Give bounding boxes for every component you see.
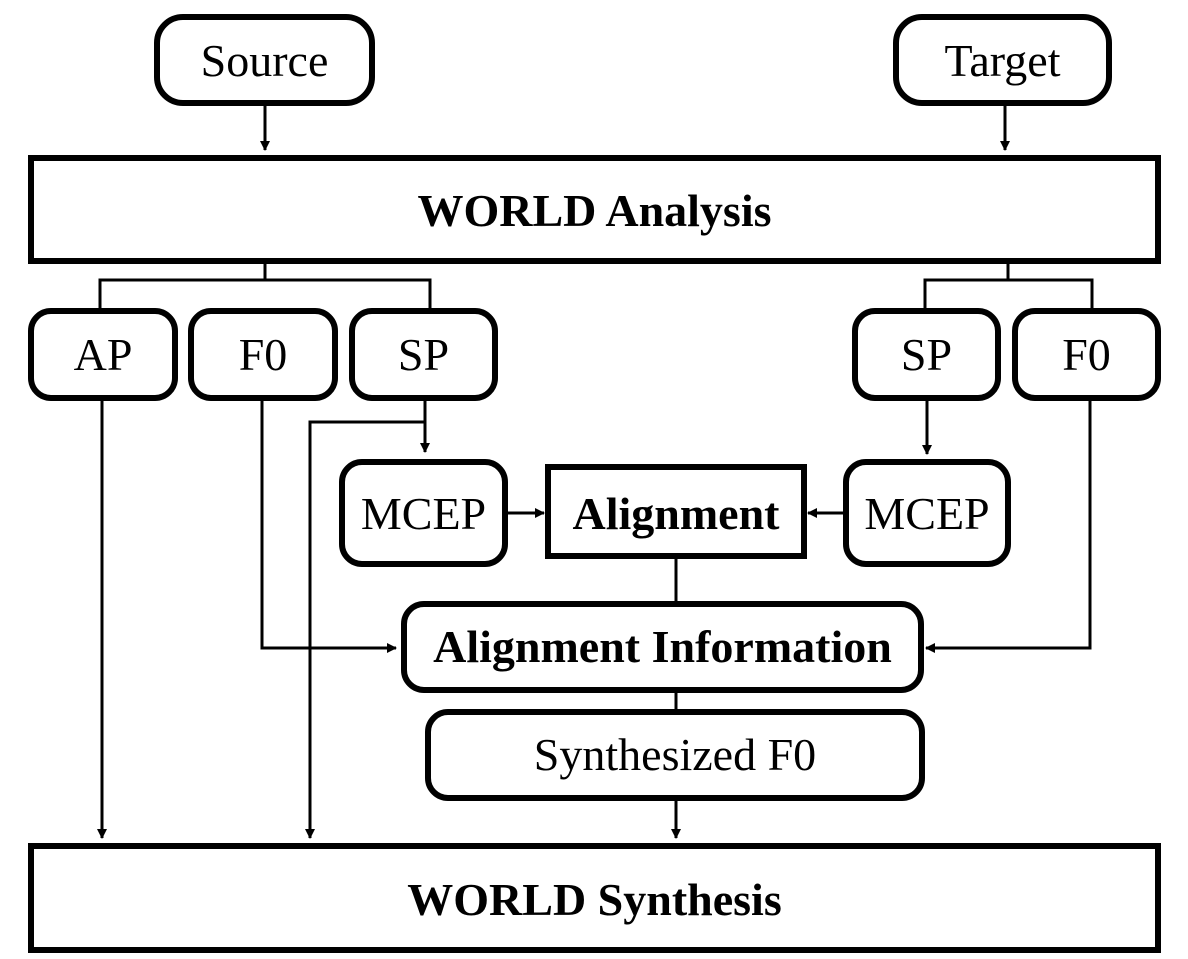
target-node: Target <box>893 14 1112 106</box>
alignment-information-label: Alignment Information <box>433 621 892 672</box>
arrow-src-sp-to-synthesis <box>305 420 425 839</box>
target-mcep-label: MCEP <box>864 488 989 539</box>
world-synthesis-node: WORLD Synthesis <box>28 843 1161 953</box>
arrow-tgt-f0-to-align-info <box>925 400 1092 653</box>
source-node: Source <box>154 14 375 106</box>
source-label: Source <box>201 35 329 86</box>
target-sp-label: SP <box>901 329 952 380</box>
world-analysis-node: WORLD Analysis <box>28 155 1161 264</box>
synthesized-f0-label: Synthesized F0 <box>534 729 816 780</box>
target-sp-node: SP <box>852 308 1001 401</box>
source-ap-label: AP <box>74 329 133 380</box>
connectors <box>97 104 1094 839</box>
target-label: Target <box>945 35 1061 86</box>
bracket-target-features <box>923 262 1094 310</box>
bracket-source-features <box>98 262 432 310</box>
source-mcep-node: MCEP <box>339 459 508 567</box>
source-sp-label: SP <box>398 329 449 380</box>
source-f0-node: F0 <box>188 308 338 401</box>
world-synthesis-label: WORLD Synthesis <box>407 874 781 925</box>
source-mcep-label: MCEP <box>361 488 486 539</box>
source-f0-label: F0 <box>239 329 288 380</box>
synthesized-f0-node: Synthesized F0 <box>425 709 925 801</box>
arrow-src-f0-to-align-info <box>260 400 397 653</box>
target-mcep-node: MCEP <box>843 459 1011 567</box>
target-f0-node: F0 <box>1012 308 1161 401</box>
source-ap-node: AP <box>28 308 178 401</box>
alignment-node: Alignment <box>545 464 807 559</box>
alignment-information-node: Alignment Information <box>401 601 924 693</box>
source-sp-node: SP <box>349 308 498 401</box>
alignment-label: Alignment <box>573 488 781 539</box>
target-f0-label: F0 <box>1062 329 1111 380</box>
world-analysis-label: WORLD Analysis <box>417 185 771 236</box>
